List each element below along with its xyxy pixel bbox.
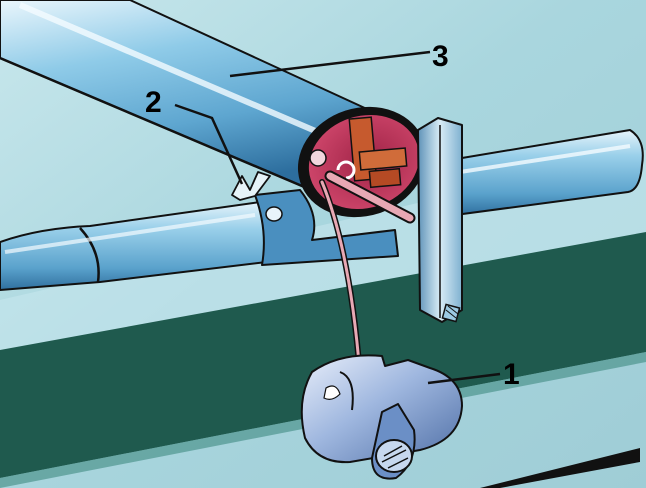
callout-label-2: 2 bbox=[145, 86, 162, 119]
clamp-bracket bbox=[254, 189, 399, 266]
leader-lines bbox=[174, 50, 501, 385]
retaining-clip bbox=[231, 171, 271, 201]
leader-line-2 bbox=[174, 103, 244, 185]
leader-line-3 bbox=[229, 50, 431, 78]
right-tube bbox=[449, 129, 644, 216]
actuator-rod bbox=[324, 170, 416, 224]
left-tube bbox=[0, 201, 301, 291]
leader-line-1 bbox=[427, 372, 501, 385]
dark-band bbox=[0, 232, 646, 478]
mounting-plate bbox=[417, 117, 463, 323]
lever-knob bbox=[300, 354, 463, 480]
floor-rod bbox=[480, 448, 640, 488]
callout-label-3: 3 bbox=[432, 40, 449, 73]
cable bbox=[319, 179, 363, 378]
callout-label-1: 1 bbox=[503, 358, 520, 391]
